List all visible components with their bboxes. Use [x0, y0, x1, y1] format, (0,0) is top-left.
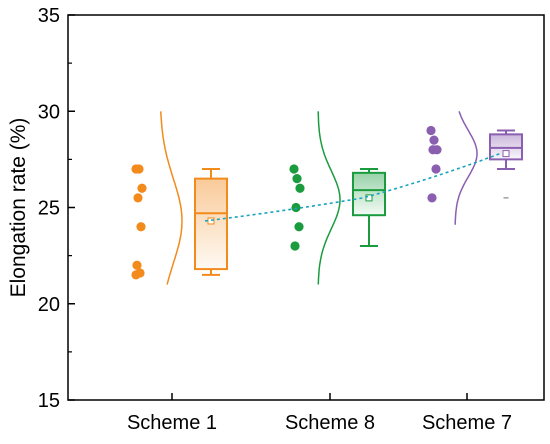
data-point-scheme-8	[292, 174, 302, 184]
data-point-scheme-1	[132, 260, 142, 270]
data-point-scheme-1	[137, 183, 147, 193]
box-scheme-1	[194, 177, 228, 271]
distribution-curve-scheme-8	[317, 111, 341, 285]
data-point-scheme-8	[295, 183, 305, 193]
data-point-scheme-7	[426, 125, 436, 136]
mean-marker-scheme-7	[502, 150, 510, 158]
y-axis-label: Elongation rate (%)	[7, 118, 30, 298]
data-point-scheme-7	[431, 164, 441, 174]
data-point-scheme-1	[134, 164, 144, 174]
y-tick-label: 25	[38, 198, 60, 220]
data-point-scheme-8	[290, 241, 300, 251]
data-point-scheme-7	[427, 193, 437, 203]
x-tick-label: Scheme 1	[127, 412, 217, 434]
data-point-scheme-7	[429, 135, 439, 145]
y-tick-label: 30	[38, 101, 60, 123]
data-point-scheme-8	[289, 164, 299, 174]
data-point-scheme-1	[136, 222, 146, 232]
distribution-curve-scheme-1	[160, 111, 183, 285]
data-point-scheme-8	[294, 222, 304, 232]
data-point-scheme-1	[133, 193, 143, 203]
plot-frame	[67, 14, 545, 401]
distribution-curve-scheme-7	[454, 111, 478, 225]
data-point-scheme-1	[131, 270, 141, 280]
x-tick-label: Scheme 8	[285, 412, 375, 434]
plot-area	[131, 111, 523, 285]
data-point-scheme-7	[428, 145, 438, 155]
mean-trend-line	[204, 152, 501, 222]
y-tick-label: 20	[38, 294, 60, 316]
mean-marker-scheme-1	[207, 217, 215, 225]
y-tick-label: 35	[38, 5, 60, 27]
y-tick-label: 15	[38, 390, 60, 412]
box-scheme-8	[352, 171, 386, 217]
x-tick-label: Scheme 7	[422, 412, 512, 434]
data-point-scheme-8	[291, 202, 301, 213]
